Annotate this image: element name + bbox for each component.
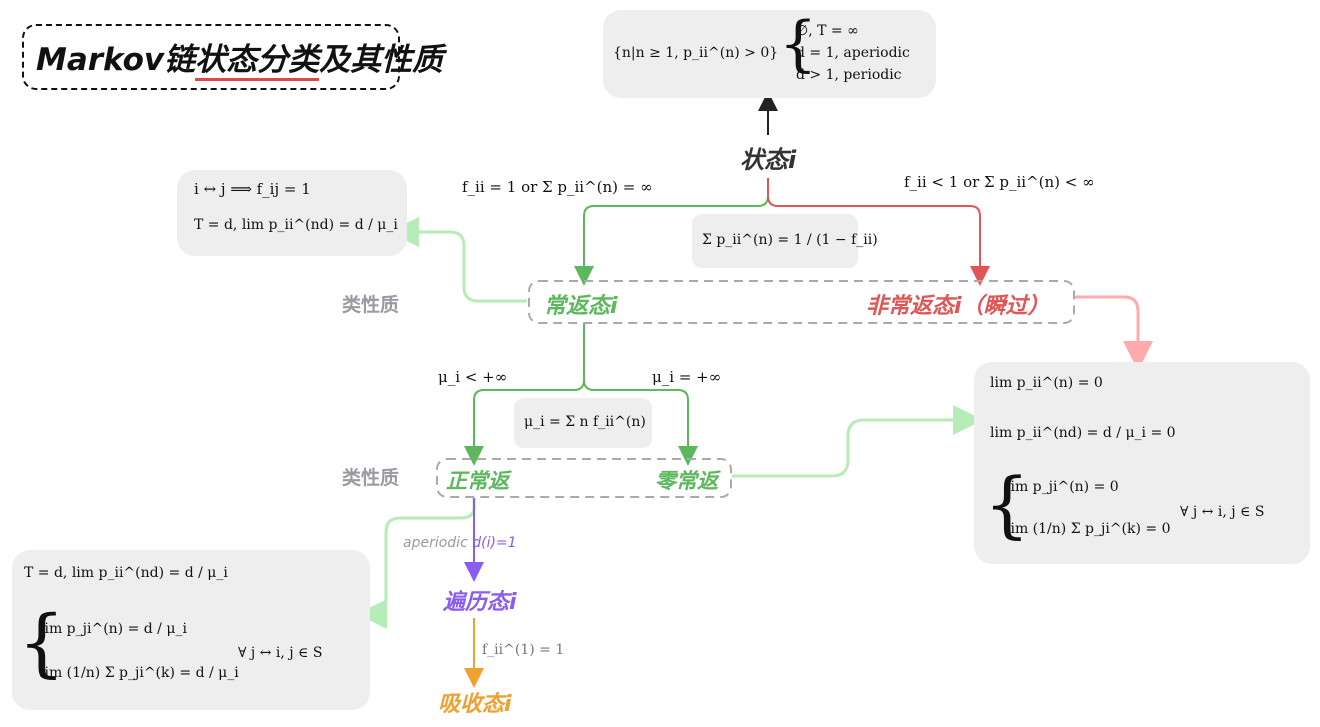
edge-label-period-one: d(i)=1 [472, 535, 517, 551]
node-null-recurrent: 零常返 [655, 469, 718, 493]
transient-forall: ∀ j ↔ i, j ∈ S [1180, 504, 1265, 520]
title-prefix: Markov链 [36, 42, 196, 78]
positive-null-group-frame [436, 458, 732, 498]
period-box [603, 10, 936, 98]
page-title: Markov链状态分类及其性质 [36, 34, 444, 81]
node-ergodic: 遍历态i [443, 590, 517, 615]
ergodic-lim-2: lim p_ji^(n) = d / μ_i [40, 621, 187, 637]
node-state: 状态i [740, 146, 797, 174]
transient-lim-4: lim (1/n) Σ p_ji^(k) = 0 [1006, 521, 1171, 537]
transient-lim-2: lim p_ii^(nd) = d / μ_i = 0 [990, 425, 1176, 441]
transient-condition: f_ii < 1 or Σ p_ii^(n) < ∞ [904, 173, 1095, 191]
arrow-recurrent-to-null [583, 379, 698, 466]
period-case-aperiodic: d = 1, aperiodic [796, 45, 910, 61]
relation-box [692, 214, 858, 268]
relation-formula: Σ p_ii^(n) = 1 / (1 − f_ii) [702, 232, 878, 248]
period-brace: { [779, 9, 818, 79]
recurrent-condition: f_ii = 1 or Σ p_ii^(n) = ∞ [462, 178, 653, 196]
node-positive-recurrent: 正常返 [446, 469, 509, 493]
period-case-periodic: d > 1, periodic [796, 67, 902, 83]
mu-definition: μ_i = Σ n f_ii^(n) [524, 414, 646, 430]
null-condition: μ_i = +∞ [652, 368, 722, 386]
ergodic-property-box [12, 550, 370, 710]
edge-label-aperiodic-text: aperiodic [403, 535, 468, 551]
arrow-recurrent-to-class-box [389, 217, 527, 303]
node-absorbing: 吸收态i [438, 692, 512, 717]
class-property-label-2: 类性质 [342, 467, 400, 489]
class-communication: i ↔ j ⟹ f_ij = 1 [194, 180, 311, 198]
title-suffix: 及其性质 [319, 42, 444, 78]
arrow-null-to-transient-box [732, 405, 983, 478]
period-set: {n|n ≥ 1, p_ii^(n) > 0} [613, 45, 779, 61]
title-frame [22, 24, 400, 90]
period-case-empty: ∅, T = ∞ [796, 23, 859, 39]
transient-property-box [974, 362, 1310, 564]
absorbing-condition: f_ii^(1) = 1 [482, 642, 565, 658]
arrow-transient-to-box [1073, 295, 1153, 371]
transient-lim-3: lim p_ji^(n) = 0 [1006, 479, 1119, 495]
arrow-positive-to-ergodic-box [357, 498, 476, 629]
edge-label-aperiodic: aperiodic d(i)=1 [403, 535, 517, 551]
node-transient: 非常返态i（瞬过） [866, 294, 1050, 319]
ergodic-lim-3: lim (1/n) Σ p_ji^(k) = d / μ_i [40, 665, 239, 681]
ergodic-forall: ∀ j ↔ i, j ∈ S [238, 645, 323, 661]
transient-brace: { [984, 462, 1030, 546]
mu-definition-box [514, 398, 652, 448]
class-property-label-1: 类性质 [342, 294, 400, 316]
arrow-state-to-recurrent [574, 178, 769, 286]
positive-condition: μ_i < +∞ [438, 368, 508, 386]
class-limit: T = d, lim p_ii^(nd) = d / μ_i [194, 217, 398, 233]
arrow-state-to-transient [767, 178, 990, 286]
class-property-box [177, 170, 407, 256]
title-underlined: 状态分类 [195, 42, 320, 81]
node-recurrent: 常返态i [544, 294, 618, 319]
transient-lim-1: lim p_ii^(n) = 0 [990, 375, 1103, 391]
ergodic-brace: { [18, 600, 66, 686]
arrow-recurrent-to-positive [464, 324, 585, 466]
ergodic-lim-1: T = d, lim p_ii^(nd) = d / μ_i [24, 565, 228, 581]
recurrent-group-frame [528, 280, 1075, 324]
